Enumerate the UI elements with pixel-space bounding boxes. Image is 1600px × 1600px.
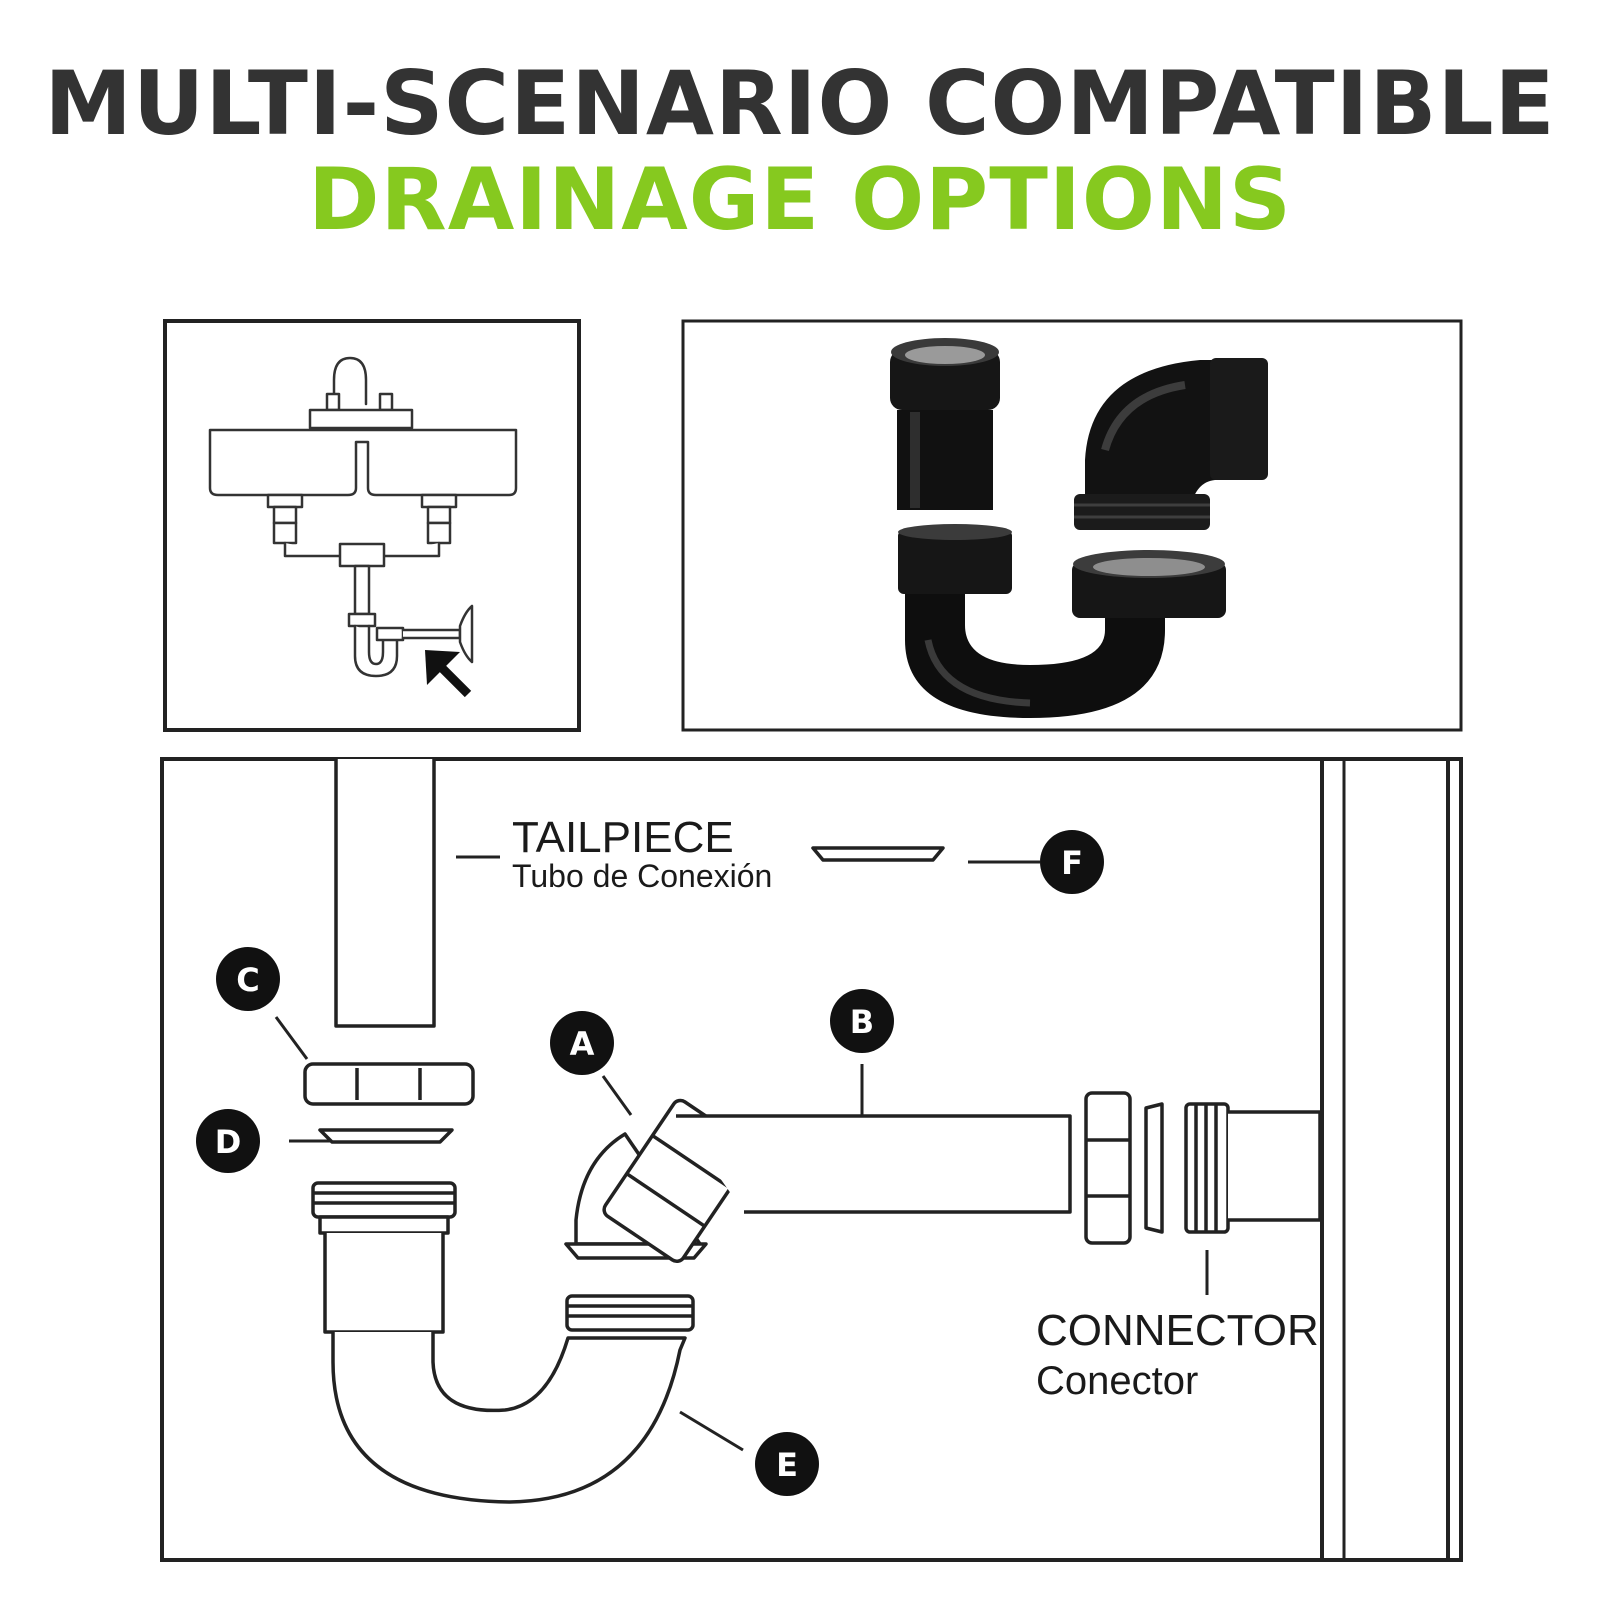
part-d-washer: [318, 1128, 454, 1144]
connector-assembly: [1084, 1091, 1322, 1245]
svg-text:E: E: [776, 1446, 798, 1484]
sink-illustration: [208, 356, 518, 678]
connector-label: CONNECTOR: [1036, 1306, 1319, 1355]
svg-text:F: F: [1061, 844, 1083, 882]
part-b-pipe: [676, 1114, 1072, 1214]
title-line-1: MULTI-SCENARIO COMPATIBLE: [44, 52, 1556, 155]
marker-f: F: [1040, 830, 1104, 894]
marker-e: E: [755, 1432, 819, 1496]
svg-text:B: B: [850, 1003, 874, 1041]
connector-label-es: Conector: [1036, 1359, 1198, 1403]
marker-a: A: [550, 1011, 614, 1075]
part-c-nut: [303, 1062, 475, 1106]
tailpiece-label: TAILPIECE: [512, 813, 734, 862]
tailpiece-pipe: [334, 759, 436, 1028]
marker-d: D: [196, 1109, 260, 1173]
svg-text:A: A: [570, 1025, 595, 1063]
marker-c: C: [216, 947, 280, 1011]
p-trap-photo: [890, 338, 1268, 718]
title-line-2: DRAINAGE OPTIONS: [308, 150, 1292, 250]
part-f-washer: [811, 846, 945, 862]
svg-text:C: C: [236, 961, 259, 999]
p-trap-photo-panel: [681, 319, 1463, 732]
marker-b: B: [830, 989, 894, 1053]
part-e-trap: [311, 1181, 695, 1504]
sink-panel: [163, 319, 581, 732]
exploded-diagram-panel: TAILPIECE Tubo de Conexión CONNECTOR Con…: [160, 757, 1463, 1562]
svg-text:D: D: [215, 1123, 242, 1161]
tailpiece-label-es: Tubo de Conexión: [512, 858, 772, 894]
arrow-icon: [425, 650, 472, 698]
